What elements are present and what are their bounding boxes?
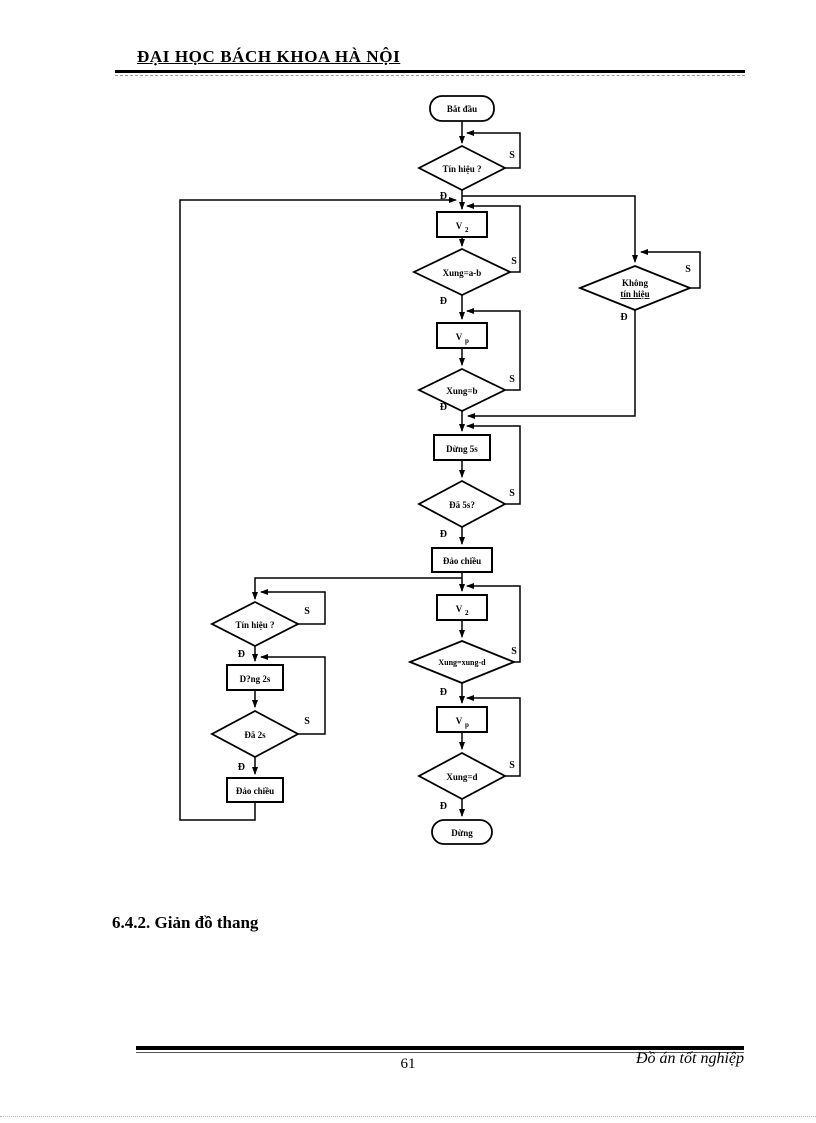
node-v-reverse-1-subscript: p [465, 337, 469, 345]
node-start: Bắt đầu [429, 95, 495, 122]
node-pulse-b-label: Xung=b [446, 386, 477, 396]
branch-yes-label: Đ [440, 402, 447, 413]
footer-document-title: Đồ án tốt nghiệp [636, 1050, 744, 1067]
node-no-signal-label-line1: Không [622, 278, 649, 288]
node-start-label: Bắt đầu [447, 104, 477, 114]
node-elapsed-2s-label: Đã 2s [244, 730, 266, 740]
page-bottom-edge [0, 1116, 816, 1117]
flow-connectors [179, 121, 701, 821]
branch-yes-label: Đ [440, 529, 447, 540]
branch-yes-label: Đ [620, 312, 627, 323]
branch-yes-label: Đ [440, 296, 447, 307]
branch-no-label: S [511, 256, 517, 267]
node-stop-2s-label: D?ng 2s [240, 674, 271, 684]
branch-yes-label: Đ [440, 191, 447, 202]
node-v-forward-2-subscript: 2 [465, 609, 469, 617]
branch-no-label: S [509, 374, 515, 385]
node-pulse-ab-label: Xung=a-b [443, 268, 482, 278]
node-reverse-main-label: Đảo chiều [443, 556, 481, 566]
node-v-reverse-1: V p [436, 322, 488, 349]
section-heading: 6.4.2. Giản đồ thang [112, 913, 259, 932]
node-end: Dừng [431, 819, 493, 845]
footer-rule [136, 1046, 744, 1050]
header-rule [115, 70, 745, 73]
node-elapsed-2s: Đã 2s [210, 709, 300, 759]
branch-no-label: S [685, 264, 691, 275]
node-signal-check-1: Tín hiệu ? [417, 144, 507, 192]
node-stop-2s: D?ng 2s [226, 664, 284, 691]
node-v-forward-1: V 2 [436, 211, 488, 238]
node-pulse-xung-d-label: Xung=xung-d [438, 658, 486, 667]
node-end-label: Dừng [451, 828, 473, 838]
node-stop-5s: Dừng 5s [433, 434, 491, 461]
node-v-reverse-1-label: V [456, 332, 463, 342]
node-reverse-left: Đảo chiều [226, 777, 284, 803]
branch-no-label: S [304, 716, 310, 727]
branch-no-label: S [511, 646, 517, 657]
node-v-reverse-2-subscript: p [465, 721, 469, 729]
node-pulse-d: Xung=d [417, 751, 507, 801]
branch-no-label: S [304, 606, 310, 617]
node-elapsed-5s: Đã 5s? [417, 479, 507, 529]
node-elapsed-5s-label: Đã 5s? [449, 500, 475, 510]
page-header-title: ĐẠI HỌC BÁCH KHOA HÀ NỘI [137, 47, 401, 66]
node-v-forward-2: V 2 [436, 594, 488, 621]
node-v-forward-2-label: V [456, 604, 463, 614]
node-signal-check-2: Tín hiệu ? [210, 600, 300, 648]
branch-no-label: S [509, 760, 515, 771]
node-pulse-ab: Xung=a-b [411, 248, 513, 296]
node-v-forward-1-label: V [456, 221, 463, 231]
branch-yes-label: Đ [440, 687, 447, 698]
header-rule-thin [115, 75, 745, 76]
branch-no-label: S [509, 150, 515, 161]
branch-yes-label: Đ [440, 801, 447, 812]
node-v-reverse-2: V p [436, 706, 488, 733]
node-pulse-d-label: Xung=d [446, 772, 477, 782]
node-no-signal-label-line2: tín hiệu [620, 289, 649, 299]
node-reverse-main: Đảo chiều [431, 547, 493, 573]
node-stop-5s-label: Dừng 5s [446, 444, 478, 454]
node-v-forward-1-subscript: 2 [465, 226, 469, 234]
page-number: 61 [400, 1056, 416, 1072]
node-no-signal: Không tín hiệu [577, 265, 693, 311]
node-v-reverse-2-label: V [456, 716, 463, 726]
branch-no-label: S [509, 488, 515, 499]
node-pulse-b: Xung=b [416, 367, 508, 413]
footer-rule-thin [136, 1052, 744, 1053]
node-pulse-xung-d: Xung=xung-d [407, 640, 517, 684]
branch-yes-label: Đ [238, 649, 245, 660]
node-signal-check-2-label: Tín hiệu ? [235, 620, 274, 630]
node-signal-check-1-label: Tín hiệu ? [442, 164, 481, 174]
node-reverse-left-label: Đảo chiều [236, 786, 274, 796]
branch-yes-label: Đ [238, 762, 245, 773]
